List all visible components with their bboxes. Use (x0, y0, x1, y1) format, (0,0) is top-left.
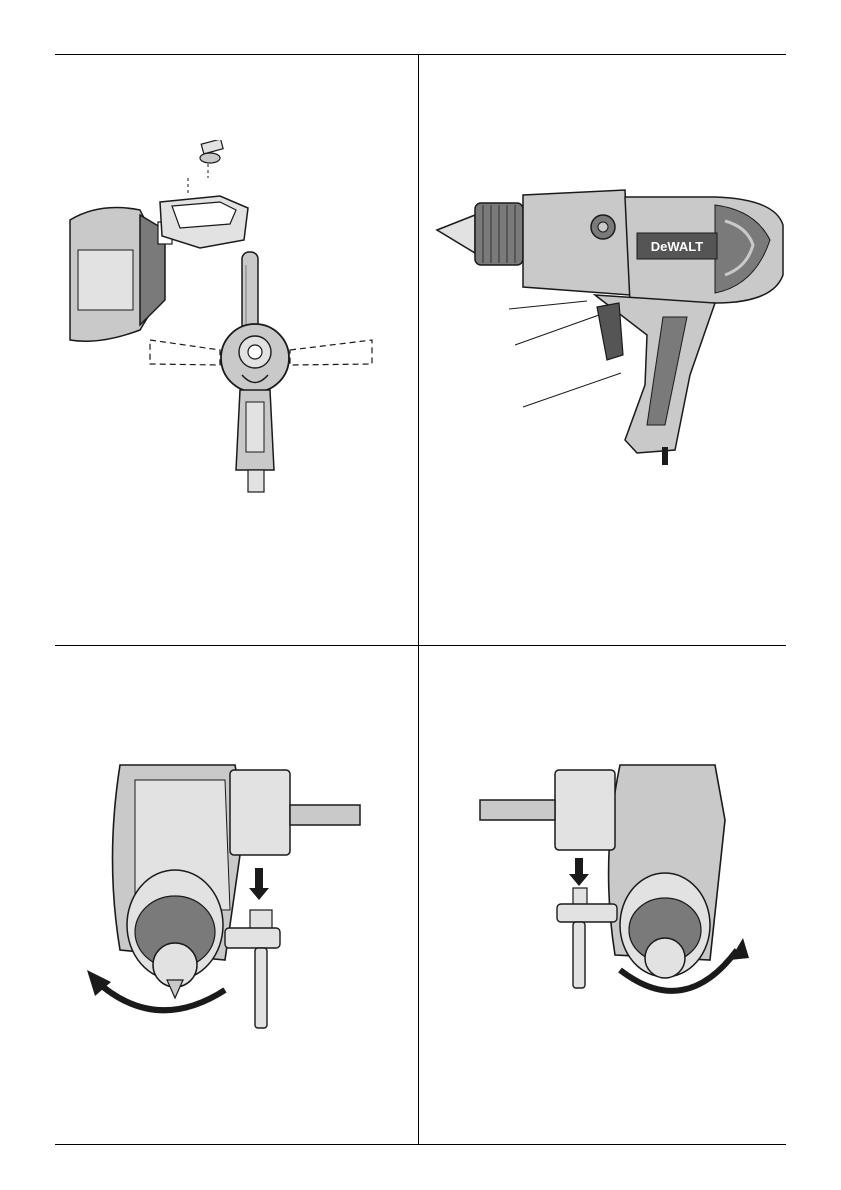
brand-logo: DeWALT (651, 239, 704, 254)
bottom-rule (55, 1144, 786, 1145)
hammer-drill-illustration: DeWALT (425, 185, 785, 465)
top-rule (55, 54, 786, 55)
chuck-loosen-illustration (75, 760, 385, 1040)
drill-overview-figure: DeWALT (425, 185, 785, 465)
chuck-key-loosen-figure (75, 760, 385, 1040)
middle-rule (55, 645, 786, 646)
vertical-divider (418, 55, 419, 1144)
chuck-key-tighten-figure (475, 760, 775, 1000)
chuck-tighten-illustration (475, 760, 775, 1000)
side-handle-assembly-figure (60, 140, 400, 510)
side-handle-assembly-illustration (60, 140, 400, 510)
